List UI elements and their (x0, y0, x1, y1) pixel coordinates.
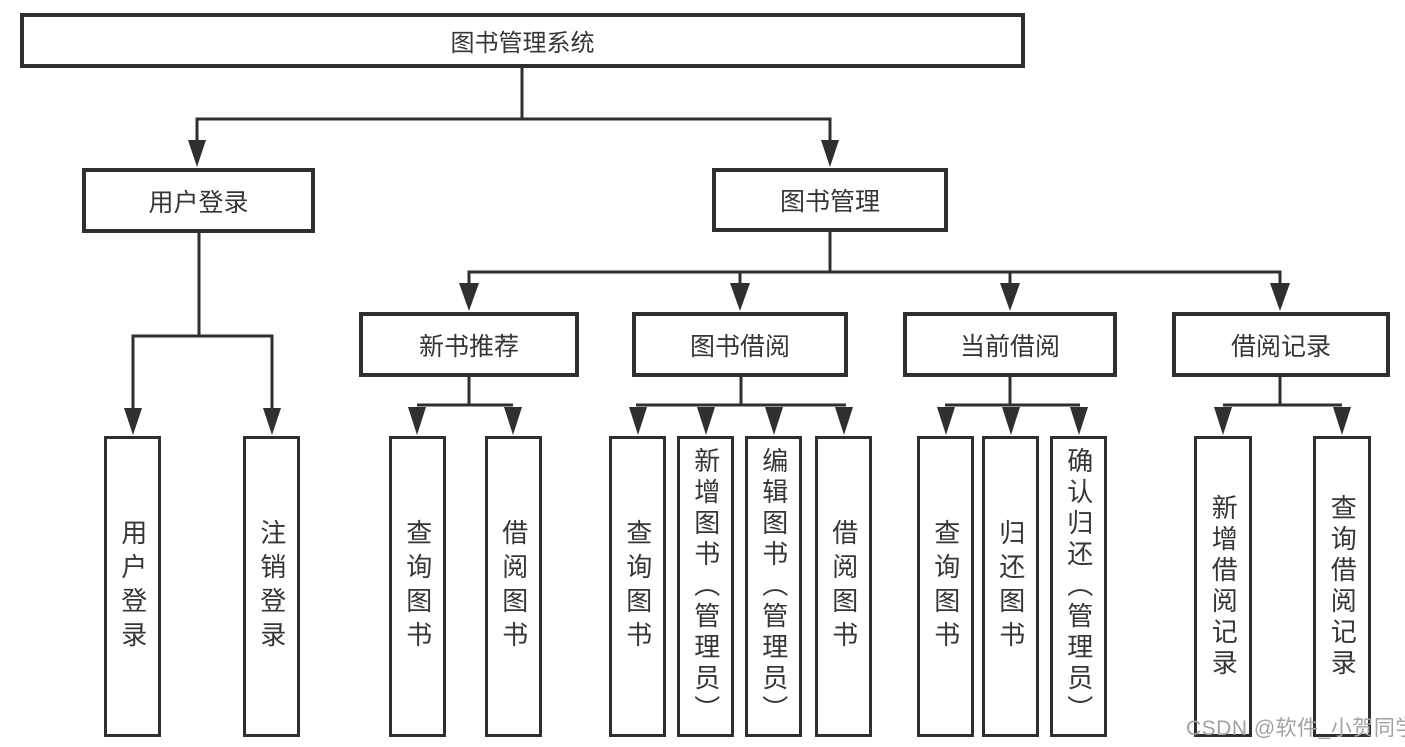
node-root: 图书管理系统 (20, 13, 1025, 68)
node-borrow-borrow: 借阅图书 (815, 436, 872, 737)
node-newbooks-borrow: 借阅图书 (485, 436, 542, 737)
node-book-borrow: 图书借阅 (632, 312, 848, 377)
node-book-mgmt-label: 图书管理 (779, 188, 880, 216)
node-borrow-records: 借阅记录 (1172, 312, 1390, 377)
node-root-label: 图书管理系统 (450, 30, 595, 57)
node-borrow-borrow-label: 借阅图书 (828, 518, 859, 655)
node-current-confirm-return: 确认归还（管理员） (1050, 436, 1107, 737)
node-borrow-query: 查询图书 (609, 436, 666, 737)
node-newbooks-query: 查询图书 (389, 436, 446, 737)
node-user-login: 用户登录 (82, 168, 315, 233)
node-new-books: 新书推荐 (359, 312, 579, 377)
node-borrow-add-label: 新增图书（管理员） (690, 447, 721, 726)
node-logout-action-label: 注销登录 (256, 518, 287, 655)
node-logout-action: 注销登录 (243, 436, 300, 737)
node-current-borrow-label: 当前借阅 (959, 332, 1060, 361)
node-book-mgmt: 图书管理 (712, 168, 948, 232)
watermark: CSDN @软件_小贺同学 (1186, 717, 1405, 740)
node-borrow-edit: 编辑图书（管理员） (745, 436, 802, 737)
node-newbooks-query-label: 查询图书 (402, 518, 433, 655)
node-records-query: 查询借阅记录 (1313, 436, 1371, 737)
node-current-confirm-return-label: 确认归还（管理员） (1063, 447, 1094, 726)
node-login-action: 用户登录 (104, 436, 161, 737)
node-borrow-edit-label: 编辑图书（管理员） (758, 447, 789, 726)
node-records-query-label: 查询借阅记录 (1327, 493, 1358, 680)
node-current-return: 归还图书 (982, 436, 1039, 737)
node-login-action-label: 用户登录 (117, 518, 148, 655)
node-current-return-label: 归还图书 (995, 518, 1026, 655)
node-current-query-label: 查询图书 (930, 518, 961, 655)
arrowheads (124, 140, 1351, 435)
node-current-query: 查询图书 (917, 436, 974, 737)
node-borrow-records-label: 借阅记录 (1230, 332, 1331, 361)
node-records-add-label: 新增借阅记录 (1208, 493, 1239, 680)
node-book-borrow-label: 图书借阅 (689, 332, 790, 361)
node-current-borrow: 当前借阅 (903, 312, 1117, 377)
node-new-books-label: 新书推荐 (418, 332, 519, 361)
node-borrow-add: 新增图书（管理员） (677, 436, 734, 737)
node-user-login-label: 用户登录 (148, 188, 249, 217)
node-borrow-query-label: 查询图书 (622, 518, 653, 655)
node-newbooks-borrow-label: 借阅图书 (498, 518, 529, 655)
node-records-add: 新增借阅记录 (1194, 436, 1252, 737)
